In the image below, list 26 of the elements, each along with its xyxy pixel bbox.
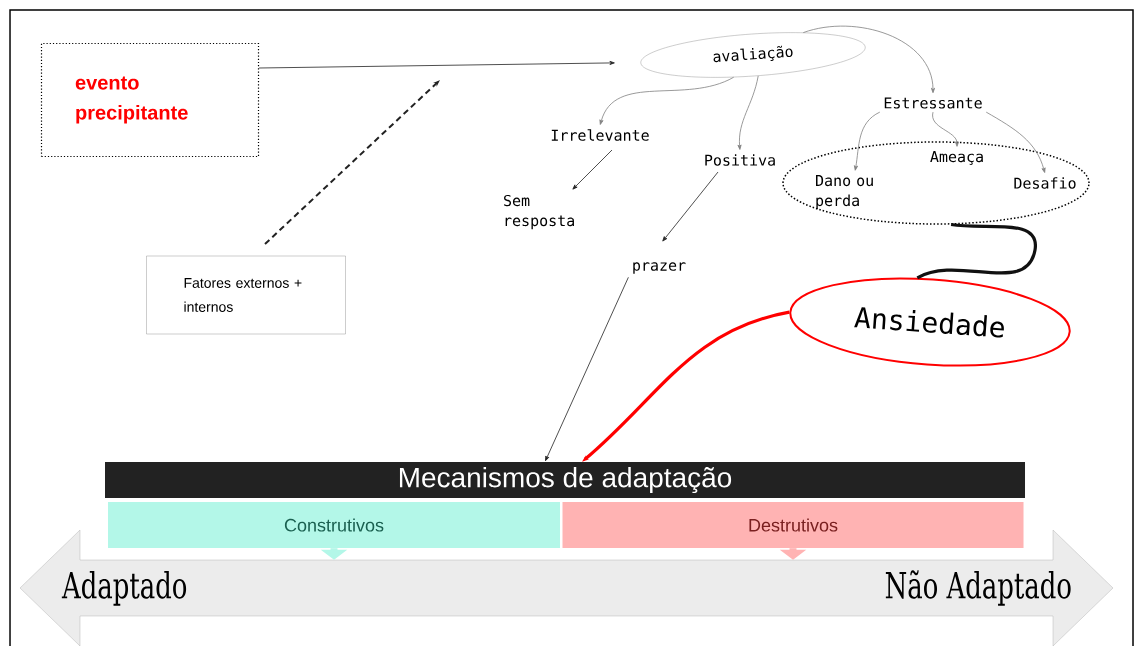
arrow (258, 60, 615, 69)
event-box: evento precipitante (40, 42, 260, 158)
header-bar: Mecanismos de adaptação (105, 462, 1025, 498)
outcome-label: prazer (633, 262, 686, 274)
threat-label: Dano ou perda (816, 175, 873, 210)
arrow (985, 111, 1046, 173)
circled-label: Ansiedade (789, 277, 1071, 367)
dotted-ellipse (782, 141, 1090, 225)
outcome-label: Irrelevante (551, 129, 649, 141)
threat-label: Desafio (1014, 177, 1076, 189)
arrow (737, 75, 759, 150)
threat-label: Ameaça (930, 151, 983, 165)
arrow (572, 149, 613, 190)
outcome-label: Positiva (705, 154, 775, 166)
arrow (264, 80, 440, 245)
outcome-label: Estressante (884, 97, 982, 109)
arrow (932, 111, 959, 147)
arrow (599, 76, 735, 125)
arrow (662, 171, 719, 242)
arrow (582, 310, 790, 462)
arrow (802, 25, 935, 94)
outcome-label: Sem resposta (504, 194, 574, 230)
connector-line (916, 222, 1037, 280)
arrow (854, 111, 881, 171)
factor-box: Fatores externos + internos (146, 255, 346, 335)
arrow (545, 276, 629, 462)
